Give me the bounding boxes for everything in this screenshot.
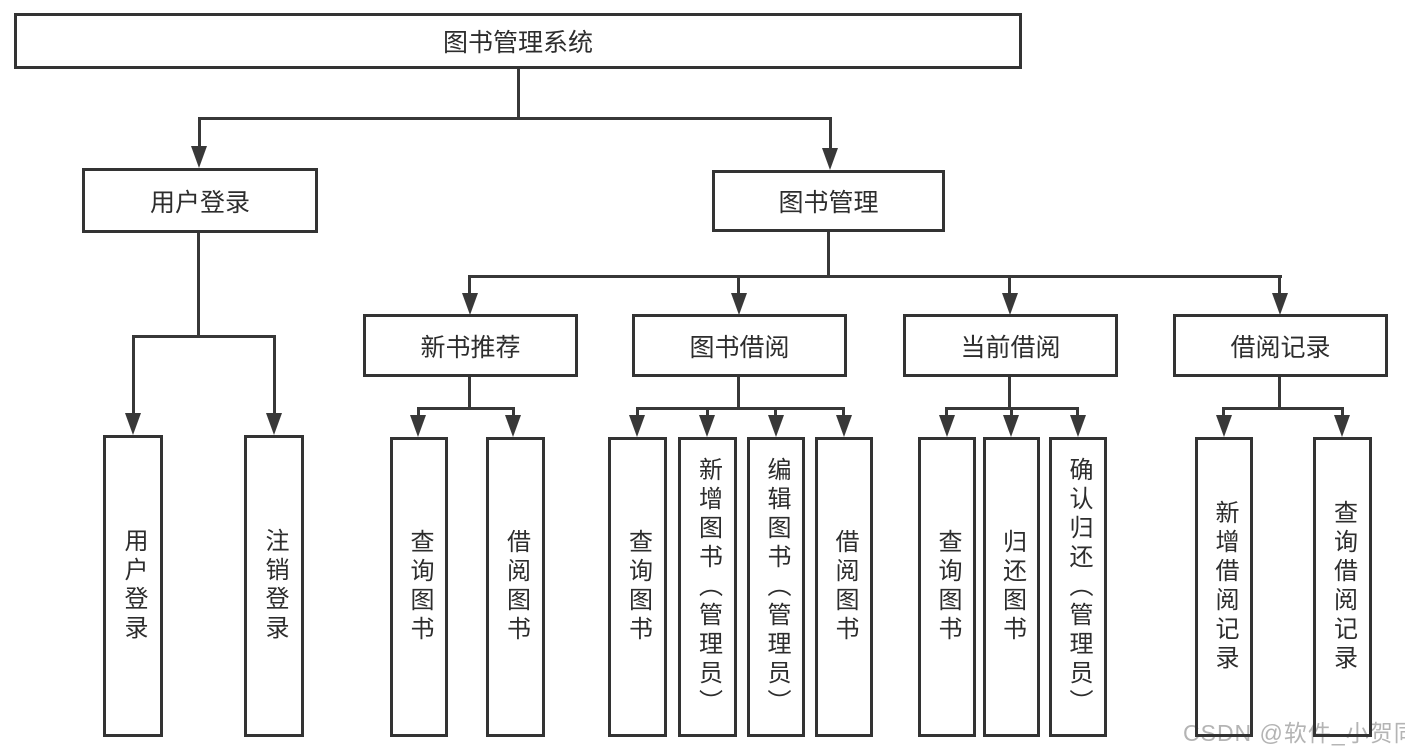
arrow-down-icon xyxy=(266,413,282,435)
node-root-label: 图书管理系统 xyxy=(442,29,593,57)
leaf-edit-book-admin: 编辑图书（管理员） xyxy=(747,437,805,737)
leaf-query-books-newbook-label: 查询图书 xyxy=(406,529,433,645)
connector-line xyxy=(737,275,740,295)
arrow-down-icon xyxy=(505,415,521,437)
leaf-query-borrow-record: 查询借阅记录 xyxy=(1313,437,1372,737)
arrow-down-icon xyxy=(191,146,207,168)
leaf-query-books-current: 查询图书 xyxy=(918,437,976,737)
arrow-down-icon xyxy=(822,148,838,170)
arrow-down-icon xyxy=(410,415,426,437)
leaf-query-books-current-label: 查询图书 xyxy=(934,529,961,645)
connector-line xyxy=(1222,407,1343,410)
leaf-query-books-borrow-label: 查询图书 xyxy=(624,529,652,645)
connector-line xyxy=(774,407,777,419)
arrow-down-icon xyxy=(731,293,747,315)
connector-line xyxy=(468,275,1282,278)
arrow-down-icon xyxy=(939,415,955,437)
connector-line xyxy=(1278,275,1281,295)
arrow-down-icon xyxy=(462,293,478,315)
connector-line xyxy=(417,407,515,410)
node-root: 图书管理系统 xyxy=(14,13,1022,69)
connector-line xyxy=(273,335,276,415)
connector-line xyxy=(132,335,135,415)
connector-line xyxy=(517,69,520,118)
connector-line xyxy=(1341,407,1344,419)
connector-line xyxy=(468,377,471,408)
connector-line xyxy=(706,407,709,419)
arrow-down-icon xyxy=(1002,293,1018,315)
connector-line xyxy=(1076,407,1079,419)
leaf-confirm-return-admin: 确认归还（管理员） xyxy=(1049,437,1107,737)
connector-line xyxy=(1008,377,1011,408)
node-new-book-recommend-label: 新书推荐 xyxy=(420,333,521,362)
arrow-down-icon xyxy=(125,413,141,435)
node-current-borrow: 当前借阅 xyxy=(903,314,1118,377)
connector-line xyxy=(1008,275,1011,295)
node-book-management-label: 图书管理 xyxy=(778,189,879,217)
leaf-add-borrow-record-label: 新增借阅记录 xyxy=(1211,500,1238,674)
node-borrow-records-label: 借阅记录 xyxy=(1230,333,1331,362)
leaf-borrow-books-newbook: 借阅图书 xyxy=(486,437,545,737)
connector-line xyxy=(842,407,845,419)
connector-line xyxy=(512,407,515,419)
leaf-user-login: 用户登录 xyxy=(103,435,163,737)
connector-line xyxy=(198,117,832,120)
connector-line xyxy=(1222,407,1225,419)
leaf-add-book-admin-label: 新增图书（管理员） xyxy=(694,456,722,718)
leaf-edit-book-admin-label: 编辑图书（管理员） xyxy=(763,456,790,718)
leaf-add-book-admin: 新增图书（管理员） xyxy=(678,437,737,737)
leaf-logout: 注销登录 xyxy=(244,435,304,737)
connector-line xyxy=(468,275,471,295)
leaf-user-login-label: 用户登录 xyxy=(120,528,147,644)
node-user-login-label: 用户登录 xyxy=(149,188,250,217)
node-current-borrow-label: 当前借阅 xyxy=(960,333,1061,362)
connector-line xyxy=(829,117,832,150)
leaf-confirm-return-admin-label: 确认归还（管理员） xyxy=(1065,456,1092,718)
connector-line xyxy=(417,407,420,419)
node-book-borrow: 图书借阅 xyxy=(632,314,847,377)
leaf-return-book-label: 归还图书 xyxy=(998,529,1026,645)
arrow-down-icon xyxy=(836,415,852,437)
leaf-query-books-borrow: 查询图书 xyxy=(608,437,667,737)
connector-line xyxy=(636,407,845,410)
leaf-query-books-newbook: 查询图书 xyxy=(390,437,448,737)
leaf-borrow-books-newbook-label: 借阅图书 xyxy=(502,529,530,645)
connector-line xyxy=(636,407,639,419)
arrow-down-icon xyxy=(629,415,645,437)
leaf-query-borrow-record-label: 查询借阅记录 xyxy=(1329,500,1357,674)
arrow-down-icon xyxy=(1003,415,1019,437)
node-borrow-records: 借阅记录 xyxy=(1173,314,1388,377)
connector-line xyxy=(737,377,740,408)
node-book-management: 图书管理 xyxy=(712,170,945,232)
node-user-login: 用户登录 xyxy=(82,168,318,233)
leaf-borrow-books-borrow-label: 借阅图书 xyxy=(831,529,858,645)
connector-line xyxy=(827,232,830,275)
connector-line xyxy=(132,335,276,338)
connector-line xyxy=(945,407,948,419)
connector-line xyxy=(1010,407,1013,419)
arrow-down-icon xyxy=(699,415,715,437)
arrow-down-icon xyxy=(1334,415,1350,437)
arrow-down-icon xyxy=(1070,415,1086,437)
arrow-down-icon xyxy=(1216,415,1232,437)
leaf-logout-label: 注销登录 xyxy=(261,528,288,644)
node-new-book-recommend: 新书推荐 xyxy=(363,314,578,377)
connector-line xyxy=(197,233,200,336)
arrow-down-icon xyxy=(1272,293,1288,315)
connector-line xyxy=(198,117,201,150)
leaf-borrow-books-borrow: 借阅图书 xyxy=(815,437,873,737)
node-book-borrow-label: 图书借阅 xyxy=(689,333,790,362)
arrow-down-icon xyxy=(768,415,784,437)
leaf-add-borrow-record: 新增借阅记录 xyxy=(1195,437,1253,737)
leaf-return-book: 归还图书 xyxy=(983,437,1040,737)
csdn-watermark: CSDN @软件_小贺同学 xyxy=(1183,720,1405,746)
connector-line xyxy=(1278,377,1281,408)
